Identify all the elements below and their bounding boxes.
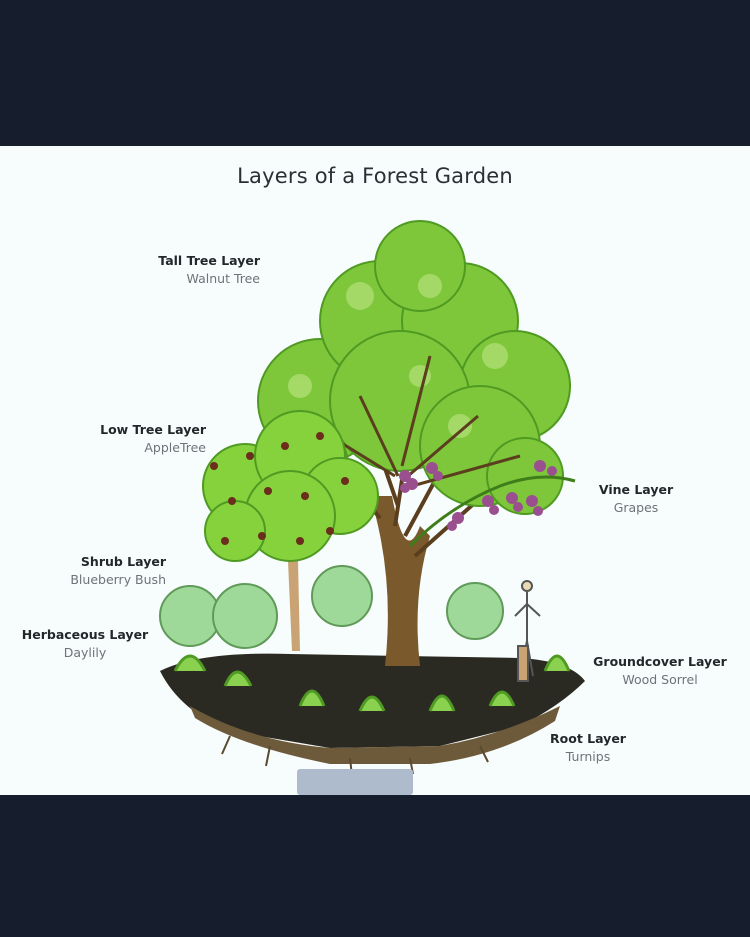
root-layer-label: Root Layer Turnips bbox=[538, 730, 638, 766]
diagram-title: Layers of a Forest Garden bbox=[237, 164, 513, 188]
layer-name: Low Tree Layer bbox=[100, 422, 206, 437]
layer-name: Tall Tree Layer bbox=[158, 253, 260, 268]
vine-layer-label: Vine Layer Grapes bbox=[586, 481, 686, 517]
layer-example: Walnut Tree bbox=[186, 271, 260, 286]
layer-name: Herbaceous Layer bbox=[21, 627, 149, 642]
groundcover-layer-label: Groundcover Layer Wood Sorrel bbox=[580, 653, 740, 689]
gardener-figure bbox=[514, 580, 541, 682]
layer-example: Blueberry Bush bbox=[70, 572, 166, 587]
layer-example: Wood Sorrel bbox=[622, 672, 698, 687]
layer-example: Daylily bbox=[63, 645, 107, 660]
blueberry-bushes bbox=[159, 565, 504, 649]
top-letterbox bbox=[0, 0, 750, 146]
layer-name: Shrub Layer bbox=[80, 554, 166, 569]
forest-garden-illustration bbox=[159, 220, 585, 795]
shrub-layer-label: Shrub Layer Blueberry Bush bbox=[40, 553, 166, 589]
tall-tree-layer-label: Tall Tree Layer Walnut Tree bbox=[120, 252, 260, 288]
layer-example: Turnips bbox=[565, 749, 611, 764]
layer-name: Root Layer bbox=[550, 731, 626, 746]
layer-example: AppleTree bbox=[144, 440, 206, 455]
groundcover-plants bbox=[173, 654, 571, 712]
bottom-letterbox bbox=[0, 795, 750, 937]
apple-tree bbox=[202, 410, 379, 651]
pedestal bbox=[297, 769, 413, 795]
diagram-panel: Layers of a Forest Garden bbox=[0, 146, 750, 795]
layer-name: Vine Layer bbox=[598, 482, 674, 497]
low-tree-layer-label: Low Tree Layer AppleTree bbox=[70, 421, 206, 457]
grape-clusters bbox=[399, 460, 557, 531]
layer-name: Groundcover Layer bbox=[593, 654, 727, 669]
layer-example: Grapes bbox=[613, 500, 659, 515]
herbaceous-layer-label: Herbaceous Layer Daylily bbox=[10, 626, 160, 662]
